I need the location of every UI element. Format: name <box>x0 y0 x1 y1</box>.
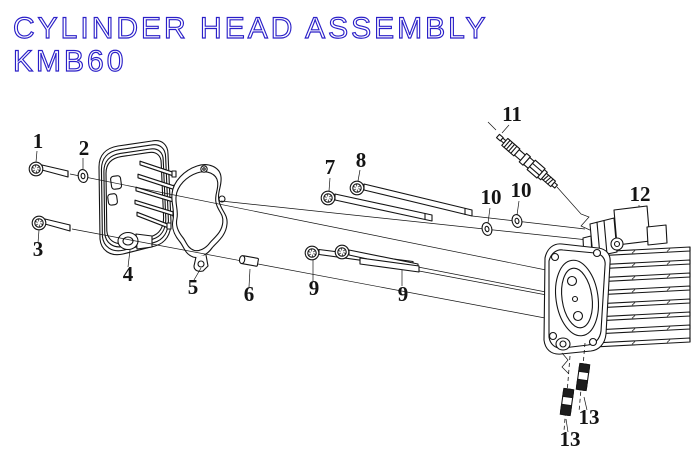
gasket-hole-top <box>201 166 207 172</box>
fin-hatch <box>632 328 635 331</box>
part-label-13: 13 <box>560 427 581 451</box>
flange-head <box>321 191 335 205</box>
washer <box>481 221 494 236</box>
gasket-bottom-tab <box>194 255 208 271</box>
leader-lines <box>36 122 639 432</box>
gasket-hole-right <box>219 196 225 202</box>
head-hole-tl <box>552 254 559 261</box>
fin-hatch <box>632 276 635 279</box>
washer <box>511 213 524 228</box>
gasket-hole-top-bore <box>203 168 205 170</box>
part-label-11: 11 <box>502 102 522 126</box>
head-hole-bl <box>550 333 557 340</box>
part-label-1: 1 <box>33 129 44 153</box>
part-label-3: 3 <box>33 237 44 261</box>
page-title: CYLINDER HEAD ASSEMBLY KMB60 <box>12 11 489 78</box>
flange-head <box>29 162 43 176</box>
valve-guides <box>560 343 590 431</box>
part-label-13: 13 <box>579 405 600 429</box>
valve-guide-13a <box>560 388 574 415</box>
fin-hatch <box>632 250 635 253</box>
cover-fin-cap <box>167 223 171 229</box>
cover-gasket <box>172 165 227 272</box>
cylinder-head-12 <box>544 206 690 354</box>
fin-hatch <box>667 262 670 265</box>
head-top-bosses <box>583 206 667 258</box>
part-label-12: 12 <box>630 182 651 206</box>
cover-fin-cap <box>172 171 176 177</box>
assembly-title: CYLINDER HEAD ASSEMBLY <box>12 11 489 45</box>
fin-hatch <box>667 275 670 278</box>
valve-seat-in <box>568 277 577 286</box>
part-label-8: 8 <box>356 148 367 172</box>
fin-hatch <box>667 301 670 304</box>
fin-hatch <box>632 315 635 318</box>
flange-head <box>32 216 46 230</box>
model-code: KMB60 <box>12 44 127 78</box>
flange-bolt-3 <box>45 219 70 231</box>
fin-hatch <box>667 288 670 291</box>
fin-hatch <box>632 302 635 305</box>
flange-head <box>305 246 319 260</box>
flange-head <box>350 181 364 195</box>
gasket-inner <box>176 172 223 251</box>
cover-contour <box>104 149 166 247</box>
flange-bolt-1 <box>42 165 68 177</box>
cover-contour <box>101 145 168 251</box>
washers <box>77 169 523 237</box>
long-bolt-8 <box>364 184 472 216</box>
fin-hatch <box>667 327 670 330</box>
cover-boss-bore <box>123 237 133 245</box>
spark-plug-11 <box>494 131 560 191</box>
part-label-2: 2 <box>79 136 90 160</box>
valve-seat-ex <box>574 312 583 321</box>
break-squiggle <box>562 353 569 374</box>
part-label-7: 7 <box>325 155 336 179</box>
port-boss <box>556 338 570 350</box>
fin-hatch <box>632 263 635 266</box>
gasket-hole-bottom <box>198 261 204 267</box>
cover-slot-b <box>107 193 117 205</box>
plug-bore <box>573 297 578 302</box>
fin-hatch <box>632 341 635 344</box>
washer <box>77 169 88 183</box>
projection-lines <box>70 174 614 318</box>
part-label-10: 10 <box>481 185 502 209</box>
part-label-10: 10 <box>511 178 532 202</box>
cover-contour <box>106 152 164 243</box>
gasket-outline <box>172 165 227 258</box>
part-label-6: 6 <box>244 282 255 306</box>
chamber-inner <box>558 266 596 330</box>
part-label-4: 4 <box>123 262 134 286</box>
fin-hatch <box>667 314 670 317</box>
part-label-9: 9 <box>309 276 320 300</box>
head-face-inner <box>549 250 605 348</box>
fin-hatch <box>667 249 670 252</box>
cover-slot-a <box>110 175 122 189</box>
flange-head <box>335 245 349 259</box>
head-hole-tr <box>594 250 601 257</box>
port-bore <box>560 341 566 347</box>
cover-boss <box>118 233 138 250</box>
bolt-heads <box>29 162 364 260</box>
fin-hatch <box>667 340 670 343</box>
valve-cover <box>99 141 179 255</box>
part-label-5: 5 <box>188 275 199 299</box>
dowel-pin-6 <box>239 255 259 266</box>
combustion-chamber <box>551 257 603 338</box>
part-label-9: 9 <box>398 282 409 306</box>
fin-hatch <box>632 289 635 292</box>
valve-guide-13b <box>576 363 590 390</box>
head-hole-br <box>590 339 597 346</box>
